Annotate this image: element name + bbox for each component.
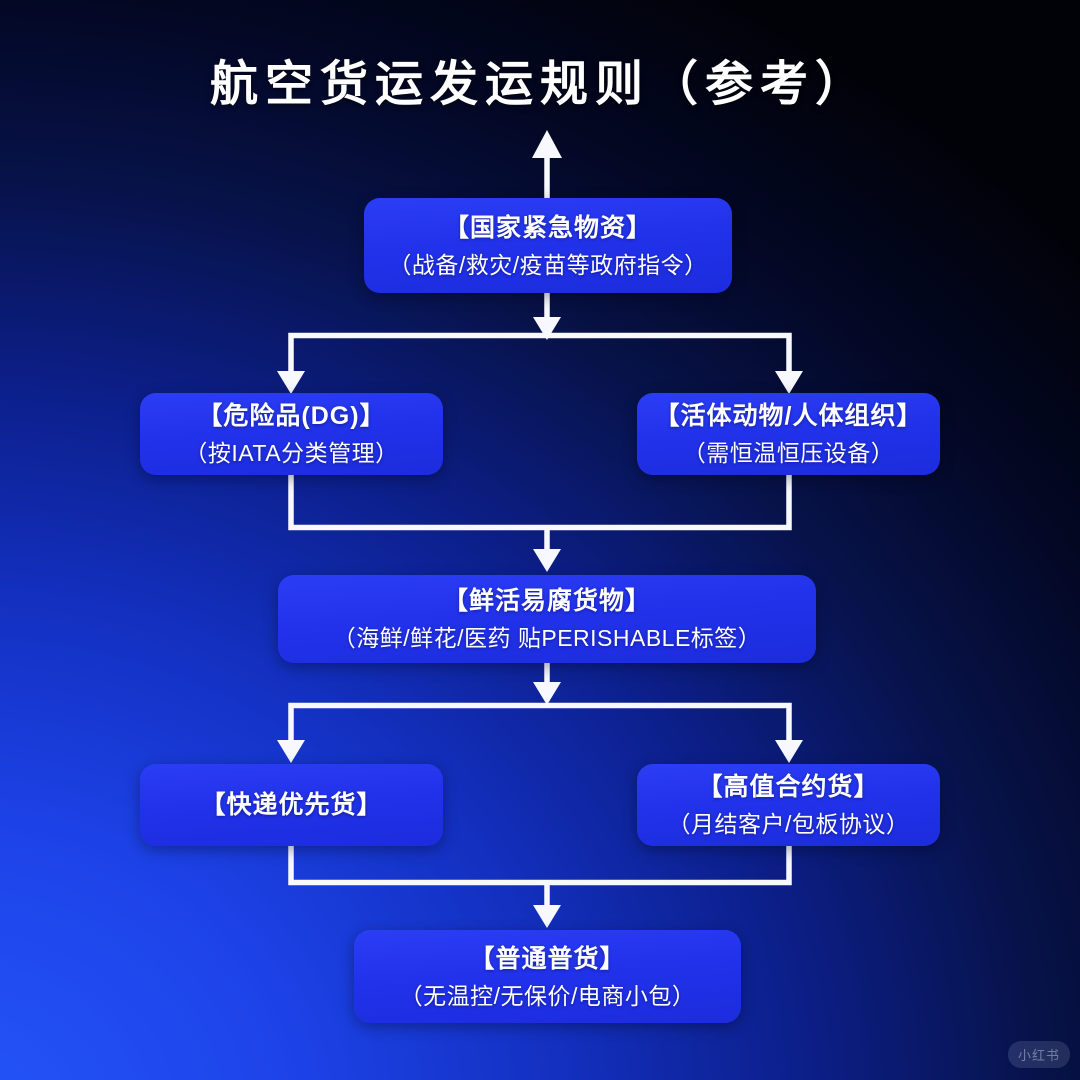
node-title: 【国家紧急物资】 [443,213,652,242]
connector-branch-level4 [277,661,803,763]
node-title: 【活体动物/人体组织】 [654,402,923,430]
node-general-cargo: 【普通普货】 （无温控/无保价/电商小包） [354,930,741,1023]
connector-branch-level2 [277,291,803,394]
node-title: 【危险品(DG)】 [197,402,386,430]
node-subtitle: （需恒温恒压设备） [682,440,895,466]
node-high-value-contract: 【高值合约货】 （月结客户/包板协议） [637,764,940,846]
node-subtitle: （战备/救灾/疫苗等政府指令） [388,251,708,278]
connector-merge-level5 [288,843,792,928]
page-title: 航空货运发运规则（参考） [209,58,870,111]
node-express-priority: 【快递优先货】 [140,764,443,846]
node-title: 【高值合约货】 [697,773,880,801]
watermark-badge: 小红书 [1007,1041,1070,1068]
node-perishable-cargo: 【鲜活易腐货物】 （海鲜/鲜花/医药 贴PERISHABLE标签） [278,575,816,663]
node-live-animals-tissue: 【活体动物/人体组织】 （需恒温恒压设备） [637,393,940,475]
node-subtitle: （按IATA分类管理） [184,440,399,466]
node-subtitle: （无温控/无保价/电商小包） [399,982,696,1009]
node-national-emergency: 【国家紧急物资】 （战备/救灾/疫苗等政府指令） [364,198,732,293]
node-title: 【鲜活易腐货物】 [442,587,651,615]
connector-merge-level3 [288,472,792,572]
node-dangerous-goods: 【危险品(DG)】 （按IATA分类管理） [140,393,443,475]
node-title: 【快递优先货】 [200,791,383,819]
node-subtitle: （月结客户/包板协议） [667,811,910,837]
node-title: 【普通普货】 [469,944,626,973]
arrow-up-icon [532,130,562,200]
node-subtitle: （海鲜/鲜花/医药 贴PERISHABLE标签） [332,625,762,651]
